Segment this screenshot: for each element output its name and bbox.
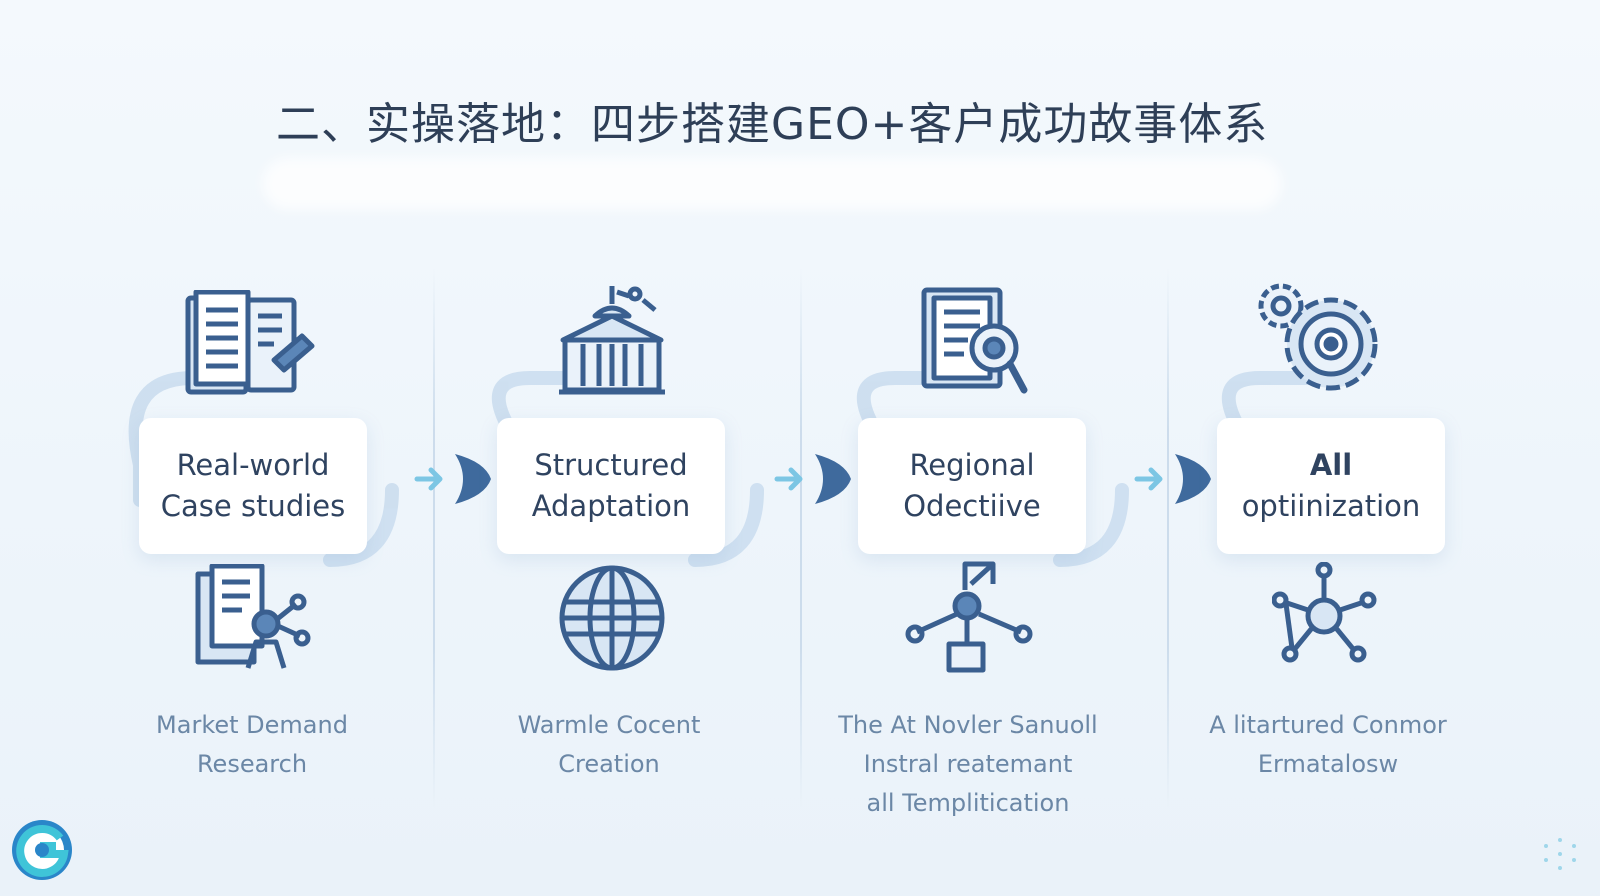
column-divider (433, 268, 435, 808)
caption-line: Instral reatemant (863, 750, 1073, 778)
arrow-right-icon (774, 454, 851, 504)
document-network-person-icon (195, 564, 311, 669)
card-title-line: Case studies (160, 489, 346, 523)
card-title-line: optiinization (1241, 489, 1421, 523)
building-icon (559, 286, 665, 395)
step-caption-4: A litartured Conmor Ermatalosw (1168, 706, 1488, 784)
caption-line: The At Novler Sanuoll (838, 711, 1098, 739)
step-caption-3: The At Novler Sanuoll Instral reatemant … (808, 706, 1128, 823)
card-title-line: Structured (534, 448, 688, 482)
card-title-line: Real-world (176, 448, 330, 482)
card-title-line: All (1309, 448, 1353, 482)
document-magnifier-icon (921, 287, 1028, 394)
caption-line: Market Demand (156, 711, 348, 739)
card-title-line: Odectiive (903, 489, 1041, 523)
caption-line: Creation (558, 750, 660, 778)
hub-network-icon (1272, 562, 1377, 663)
network-nodes-icon (905, 561, 1033, 673)
page-title: 二、实操落地：四步搭建GEO+客户成功故事体系 (276, 99, 1269, 150)
column-divider (800, 268, 802, 808)
caption-line: Warmle Cocent (517, 711, 701, 739)
globe-icon (559, 565, 665, 671)
gears-icon (1258, 283, 1378, 391)
blurred-subtitle (262, 158, 1282, 210)
caption-line: A litartured Conmor (1209, 711, 1447, 739)
decorative-dots (1544, 838, 1576, 870)
caption-line: Research (196, 750, 308, 778)
caption-line: all Templitication (866, 789, 1070, 817)
card-title-line: Adaptation (531, 489, 691, 523)
caption-line: Ermatalosw (1257, 750, 1399, 778)
step-caption-1: Market Demand Research (92, 706, 412, 784)
step-card-4: All optiinization (1217, 418, 1445, 554)
card-title-line: Regional (909, 448, 1035, 482)
step-caption-2: Warmle Cocent Creation (449, 706, 769, 784)
arrow-right-icon (1134, 454, 1211, 504)
arrow-right-icon (414, 454, 491, 504)
open-book-icon (185, 290, 315, 395)
column-divider (1167, 268, 1169, 808)
brand-logo-icon (12, 820, 72, 880)
